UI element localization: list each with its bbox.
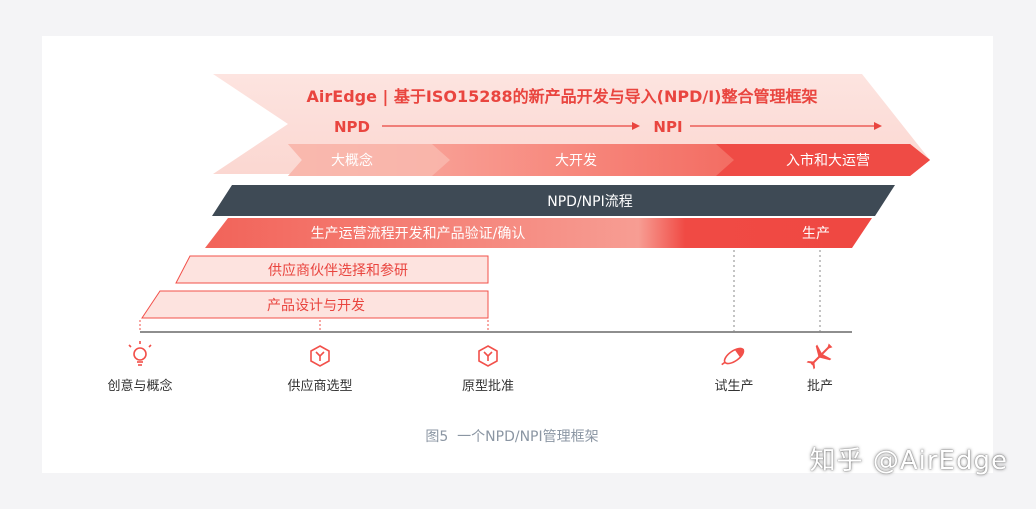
milestone-label: 供应商选型 — [287, 378, 352, 394]
supplier-bar-label: 供应商伙伴选择和参研 — [268, 262, 408, 279]
npd-label: NPD — [334, 118, 370, 136]
phase-market-chevron — [716, 144, 930, 176]
phase-concept-label: 大概念 — [331, 152, 373, 169]
framework-title: AirEdge | 基于ISO15288的新产品开发与导入(NPD/I)整合管理… — [307, 87, 818, 107]
milestone-label: 原型批准 — [462, 379, 514, 394]
figure-caption: 图5 一个NPD/NPI管理框架 — [425, 429, 598, 445]
process-bar — [212, 185, 895, 216]
rocket-tilted-icon — [721, 347, 745, 366]
npi-arrowhead — [874, 122, 882, 130]
lightbulb-icon — [128, 341, 152, 366]
milestone-label: 试生产 — [714, 379, 753, 394]
supplier-bar — [175, 255, 489, 284]
ops-bar — [205, 218, 872, 248]
phase-concept-chevron — [288, 144, 450, 176]
process-bar-label: NPD/NPI流程 — [547, 194, 632, 210]
y-gate-icon — [310, 345, 330, 367]
airplane-icon — [806, 343, 833, 370]
y-gate-icon — [478, 345, 498, 367]
phase-market-label: 入市和大运营 — [786, 152, 870, 169]
production-label: 生产 — [802, 226, 830, 242]
footer-brand: 知乎 @AirEdge — [809, 446, 1008, 476]
npi-label: NPI — [653, 118, 682, 136]
milestone-label: 创意与概念 — [107, 378, 172, 394]
ops-bar-label: 生产运营流程开发和产品验证/确认 — [311, 226, 526, 242]
npd-arrowhead — [632, 122, 640, 130]
milestone-label: 批产 — [807, 379, 833, 394]
design-bar — [141, 290, 489, 319]
phase-development-label: 大开发 — [555, 153, 597, 169]
design-bar-label: 产品设计与开发 — [267, 298, 365, 314]
